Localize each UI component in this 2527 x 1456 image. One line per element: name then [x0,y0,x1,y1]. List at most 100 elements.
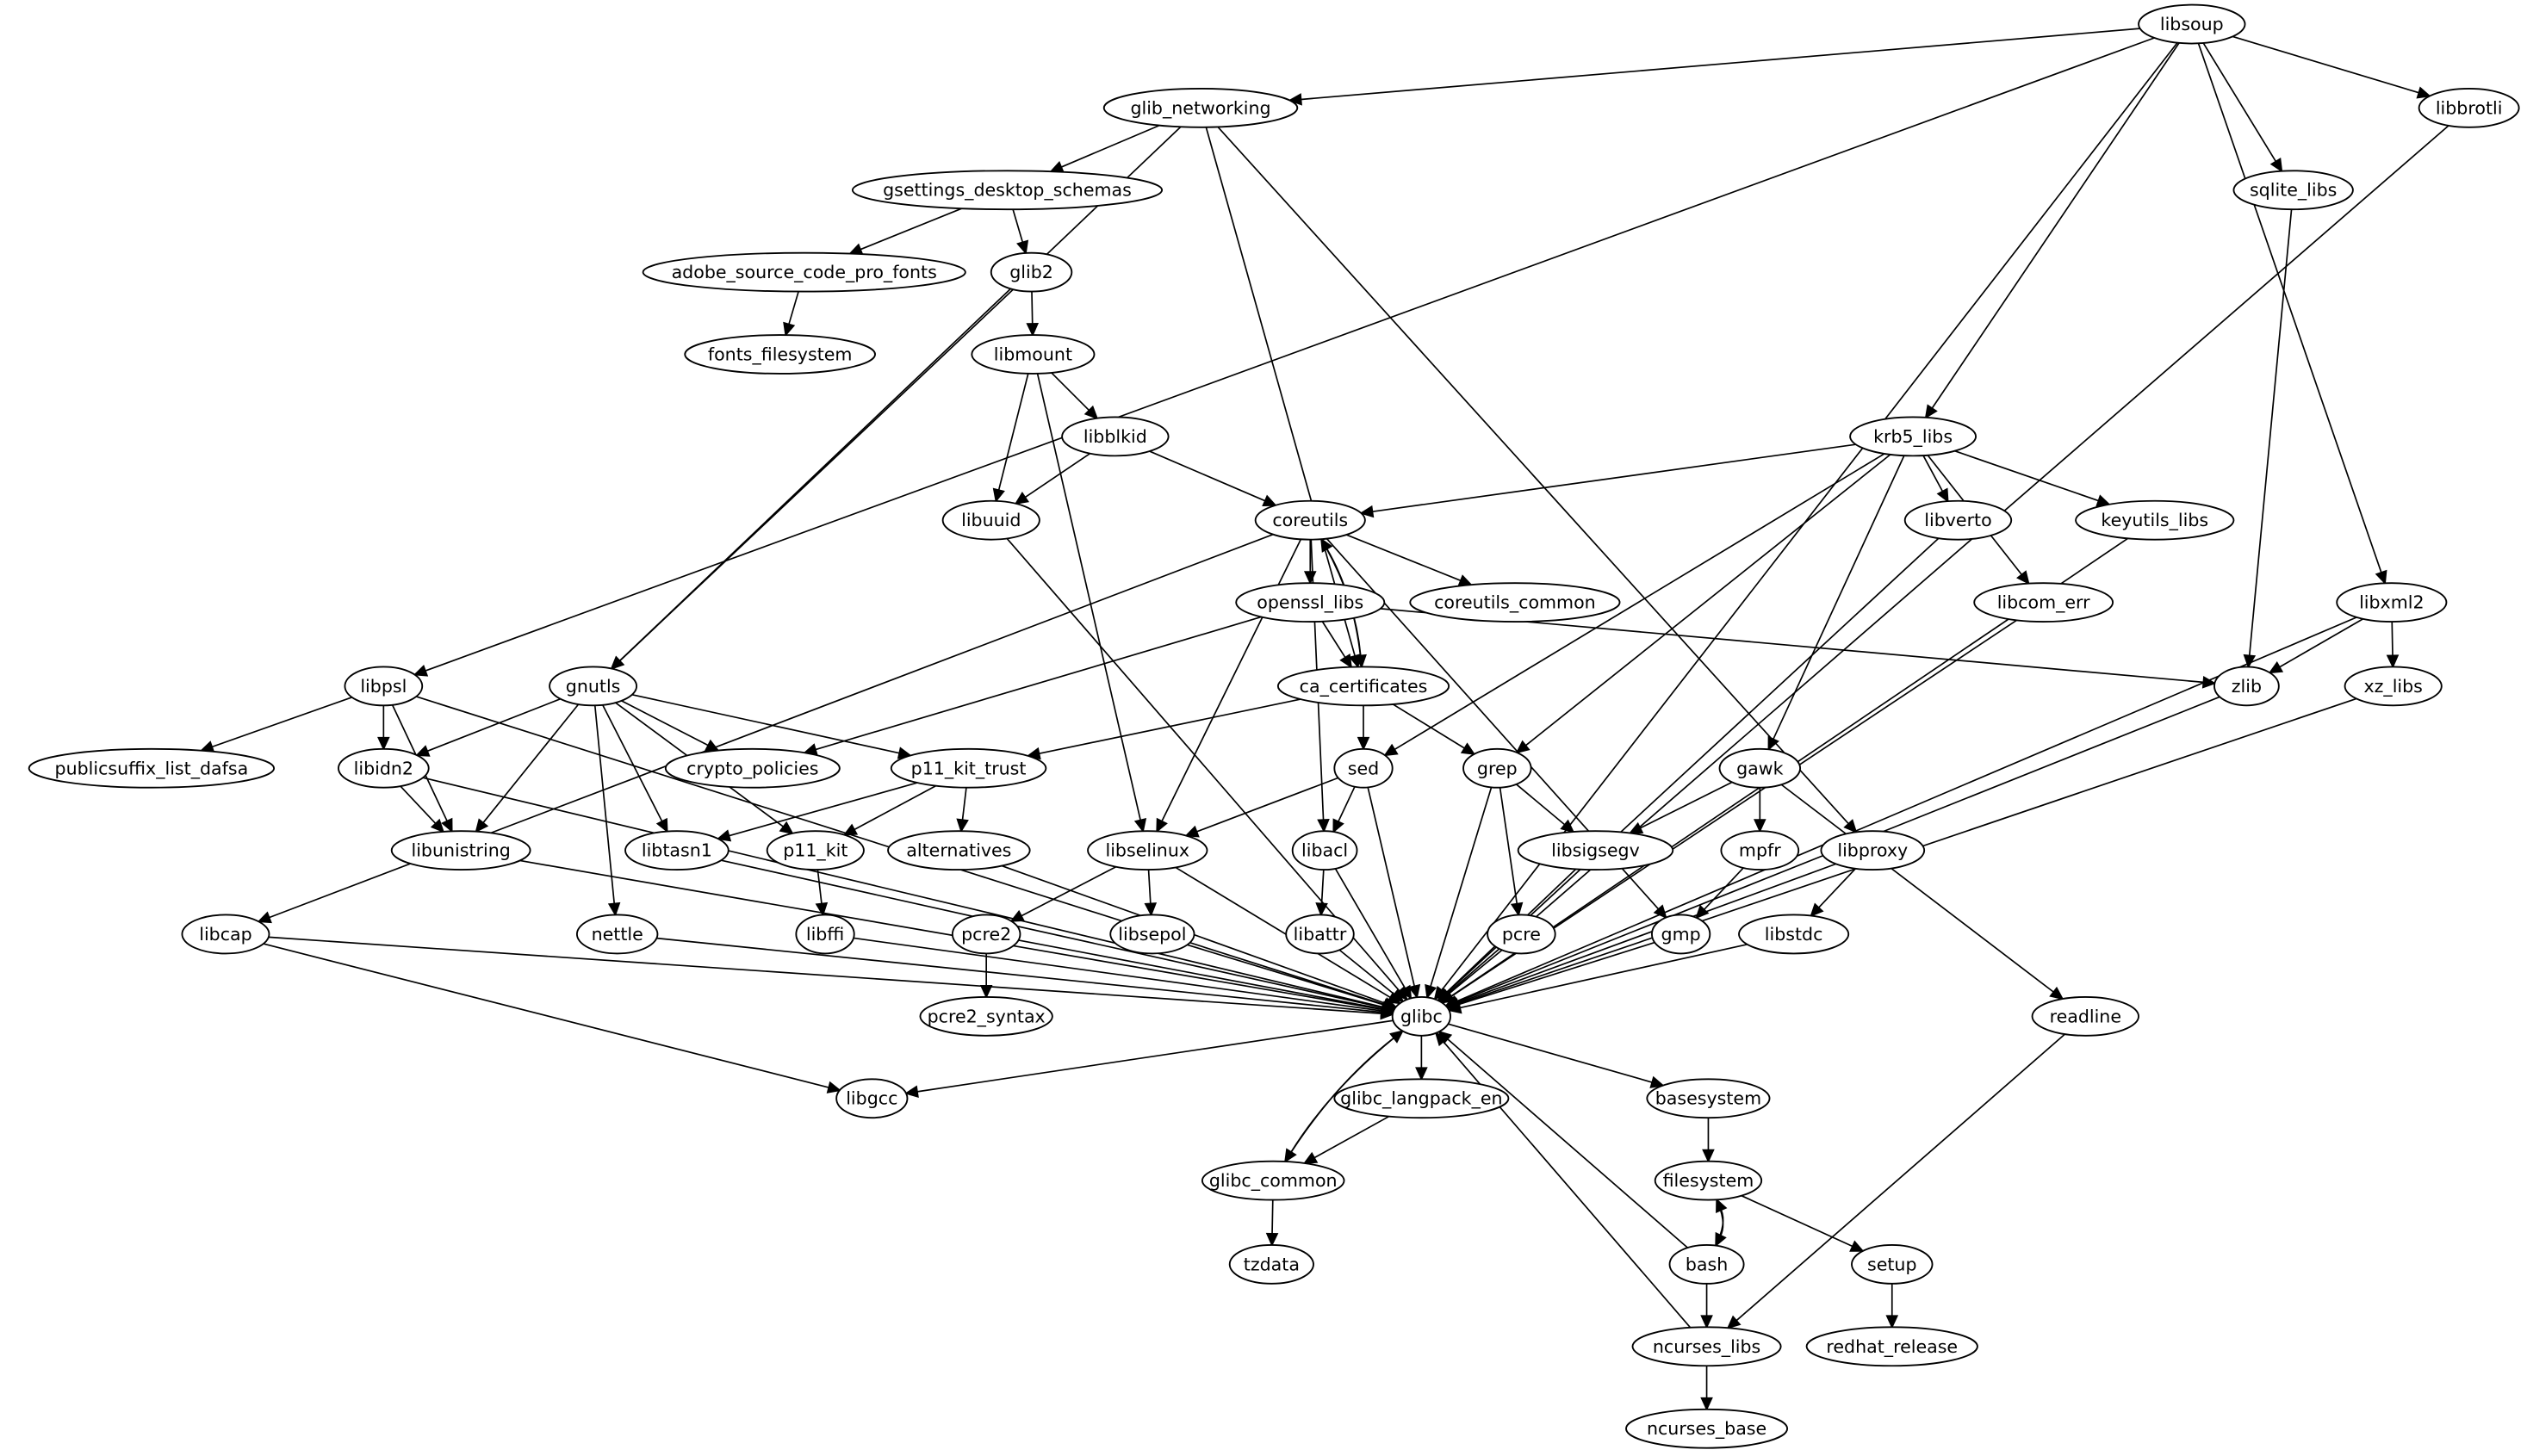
node-ellipse [2418,87,2520,128]
node-ellipse [990,251,1073,293]
node-sqlite_libs[interactable]: sqlite_libs [2232,170,2354,211]
edge-line [400,785,437,824]
arrowhead-icon [2049,986,2064,1001]
arrowhead-icon [1315,902,1328,917]
node-krb5_libs[interactable]: krb5_libs [1849,416,1977,457]
node-libcom_err[interactable]: libcom_err [1973,582,2114,623]
node-gmp[interactable]: gmp [1651,914,1711,955]
node-libstdc[interactable]: libstdc [1738,914,1850,955]
node-setup[interactable]: setup [1851,1244,1934,1285]
node-libuuid[interactable]: libuuid [941,499,1040,541]
edge-libsoup-to-libbrotli [2232,35,2431,99]
node-libacl[interactable]: libacl [1291,830,1358,871]
node-grep[interactable]: grep [1462,747,1532,789]
node-alternatives[interactable]: alternatives [887,830,1031,871]
node-libcap[interactable]: libcap [181,914,270,955]
node-libmount[interactable]: libmount [971,334,1096,375]
node-libblkid[interactable]: libblkid [1061,416,1170,457]
edge-line [1284,1037,1394,1162]
node-label: alternatives [906,840,1011,861]
edge-ca_certificates-to-sed [1357,705,1370,751]
node-libgcc[interactable]: libgcc [835,1078,909,1119]
node-libselinux[interactable]: libselinux [1087,830,1208,871]
node-sed[interactable]: sed [1333,747,1394,789]
node-glibc[interactable]: glibc [1391,995,1451,1037]
node-ca_certificates[interactable]: ca_certificates [1276,666,1450,707]
node-libtasn1[interactable]: libtasn1 [624,830,730,871]
edge-line [1780,784,2054,993]
edge-line [1338,949,1395,995]
node-ellipse [1228,1244,1314,1285]
node-bash[interactable]: bash [1668,1244,1745,1285]
edge-sed-to-libselinux [1184,777,1339,838]
node-glibc_common[interactable]: glibc_common [1201,1160,1345,1201]
node-glib2[interactable]: glib2 [990,251,1073,293]
node-nettle[interactable]: nettle [575,914,659,955]
node-p11_kit_trust[interactable]: p11_kit_trust [890,747,1047,789]
node-libffi[interactable]: libffi [795,914,855,955]
node-redhat_release[interactable]: redhat_release [1805,1326,1978,1367]
node-label: glibc_common [1209,1170,1338,1192]
node-label: filesystem [1663,1170,1754,1191]
node-libxml2[interactable]: libxml2 [2336,582,2448,623]
node-tzdata[interactable]: tzdata [1228,1244,1314,1285]
node-publicsuffix_list_dafsa[interactable]: publicsuffix_list_dafsa [28,747,276,789]
edge-line [997,373,1029,491]
arrowhead-icon [979,984,993,999]
node-label: ncurses_base [1647,1418,1766,1440]
arrowhead-icon [1457,574,1473,586]
node-pcre2_syntax[interactable]: pcre2_syntax [919,995,1053,1037]
node-pcre[interactable]: pcre [1487,914,1556,955]
edge-gawk-to-readline [1780,784,2064,1001]
node-glibc_langpack_en[interactable]: glibc_langpack_en [1333,1078,1510,1119]
node-glib_networking[interactable]: glib_networking [1102,87,1299,128]
node-crypto_policies[interactable]: crypto_policies [664,747,841,789]
node-basesystem[interactable]: basesystem [1646,1078,1771,1119]
node-ellipse [1201,1160,1345,1201]
node-keyutils_libs[interactable]: keyutils_libs [2075,499,2235,541]
node-label: libtasn1 [642,840,712,861]
node-readline[interactable]: readline [2031,995,2139,1037]
edge-krb5_libs-to-keyutils_libs [1954,449,2111,507]
node-libattr[interactable]: libattr [1285,914,1355,955]
node-filesystem[interactable]: filesystem [1654,1160,1763,1201]
edge-line [1524,454,1891,747]
node-libverto[interactable]: libverto [1903,499,2013,541]
node-libsigsegv[interactable]: libsigsegv [1517,830,1674,871]
edge-line [1012,208,1024,243]
edge-line [1345,534,1462,582]
node-gawk[interactable]: gawk [1718,747,1802,789]
node-zlib[interactable]: zlib [2213,666,2280,707]
node-libbrotli[interactable]: libbrotli [2418,87,2520,128]
node-p11_kit[interactable]: p11_kit [766,830,865,871]
node-ellipse [1805,1326,1978,1367]
node-gnutls[interactable]: gnutls [549,666,638,707]
node-openssl_libs[interactable]: openssl_libs [1235,582,1386,623]
edge-line [1036,373,1141,821]
node-coreutils_common[interactable]: coreutils_common [1409,582,1621,623]
node-coreutils[interactable]: coreutils [1254,499,1366,541]
edge-krb5_libs-to-grep [1515,454,1891,754]
node-pcre2[interactable]: pcre2 [951,914,1021,955]
node-ncurses_libs[interactable]: ncurses_libs [1631,1326,1782,1367]
node-gsettings_desktop_schemas[interactable]: gsettings_desktop_schemas [851,170,1164,211]
node-fonts_filesystem[interactable]: fonts_filesystem [684,334,876,375]
node-mpfr[interactable]: mpfr [1720,830,1800,871]
node-libsoup[interactable]: libsoup [2138,3,2246,45]
arrowhead-icon [1317,818,1330,833]
node-adobe_source_code_pro_fonts[interactable]: adobe_source_code_pro_fonts [642,251,966,293]
node-libidn2[interactable]: libidn2 [338,747,430,789]
arrowhead-icon [1009,909,1025,922]
node-label: basesystem [1655,1088,1761,1109]
node-libsepol[interactable]: libsepol [1109,914,1195,955]
node-xz_libs[interactable]: xz_libs [2344,666,2443,707]
node-label: redhat_release [1826,1336,1958,1358]
node-ellipse [1668,1244,1745,1285]
node-libproxy[interactable]: libproxy [1820,830,1926,871]
edge-line [1515,784,1566,826]
node-libpsl[interactable]: libpsl [344,666,424,707]
node-ncurses_base[interactable]: ncurses_base [1625,1408,1789,1449]
arrowhead-icon [783,321,796,338]
node-libunistring[interactable]: libunistring [390,830,531,871]
